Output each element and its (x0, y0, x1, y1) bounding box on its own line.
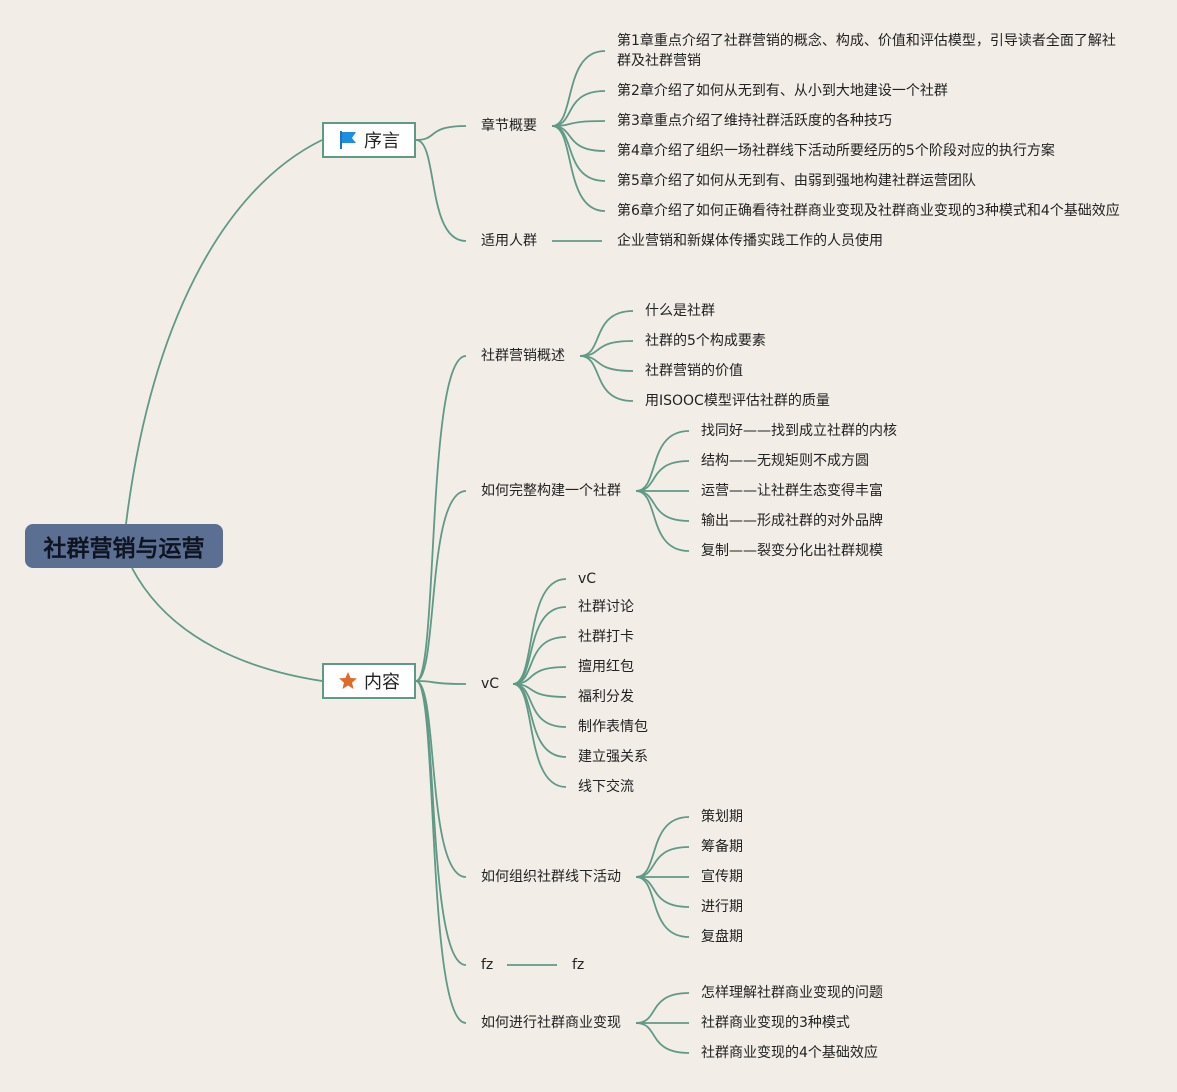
connector-content-vc (415, 680, 467, 685)
connector-content-build (415, 490, 467, 682)
connector-vc-leaf (512, 683, 567, 788)
topic-content[interactable]: 内容 (322, 663, 416, 699)
vc-item[interactable]: 社群讨论 (578, 599, 634, 615)
connector-vc-leaf (512, 578, 567, 685)
chapters-item[interactable]: 第2章介绍了如何从无到有、从小到大地建设一个社群 (617, 83, 948, 99)
connector-monetize-leaf (635, 992, 690, 1024)
connector-build-leaf (635, 430, 690, 492)
connector-monetize-leaf (635, 1022, 690, 1054)
offline-item[interactable]: 筹备期 (701, 839, 743, 855)
monetize-item[interactable]: 怎样理解社群商业变现的问题 (701, 985, 883, 1001)
offline-item[interactable]: 复盘期 (701, 929, 743, 945)
offline-item[interactable]: 宣传期 (701, 869, 743, 885)
connector-chapters-leaf (551, 90, 606, 127)
monetize-item[interactable]: 社群商业变现的3种模式 (701, 1015, 850, 1031)
connector-offline-leaf (635, 876, 690, 938)
subtopic-offline[interactable]: 如何组织社群线下活动 (481, 869, 621, 885)
connector-offline-leaf (635, 816, 690, 878)
vc-item[interactable]: 制作表情包 (578, 719, 648, 735)
offline-item[interactable]: 策划期 (701, 809, 743, 825)
connector-preface-audience (415, 139, 467, 242)
star-icon (339, 672, 357, 689)
subtopic-chapters[interactable]: 章节概要 (481, 118, 537, 134)
connector-content-offline (415, 680, 467, 878)
overview-item[interactable]: 用ISOOC模型评估社群的质量 (645, 393, 830, 409)
connector-root-preface (125, 139, 323, 525)
subtopic-audience[interactable]: 适用人群 (481, 233, 537, 249)
flag-icon (340, 131, 356, 149)
build-item[interactable]: 结构——无规矩则不成方圆 (701, 453, 869, 469)
connector-overview-leaf (579, 355, 634, 402)
chapters-item[interactable]: 第1章重点介绍了社群营销的概念、构成、价值和评估模型，引导读者全面了解社群及社群… (617, 33, 1116, 69)
root-topic[interactable]: 社群营销与运营 (25, 524, 223, 568)
subtopic-overview[interactable]: 社群营销概述 (481, 348, 565, 364)
build-item[interactable]: 找同好——找到成立社群的内核 (701, 423, 897, 439)
audience-item[interactable]: 企业营销和新媒体传播实践工作的人员使用 (617, 233, 883, 249)
vc-item[interactable]: 建立强关系 (578, 749, 648, 765)
connector-offline-leaf (635, 876, 690, 908)
overview-item[interactable]: 社群的5个构成要素 (645, 333, 766, 349)
fz-item[interactable]: fz (572, 957, 585, 973)
build-item[interactable]: 输出——形成社群的对外品牌 (701, 513, 883, 529)
topic-content-label: 内容 (364, 672, 400, 693)
subtopic-monetize[interactable]: 如何进行社群商业变现 (481, 1015, 621, 1031)
connector-chapters-leaf (551, 50, 606, 127)
connector-chapters-leaf (551, 125, 606, 182)
subtopic-fz[interactable]: fz (481, 957, 494, 973)
connector-content-fz (415, 680, 467, 966)
connector-build-leaf (635, 490, 690, 522)
subtopic-build[interactable]: 如何完整构建一个社群 (481, 483, 621, 499)
connector-vc-leaf (512, 636, 567, 685)
vc-item[interactable]: 福利分发 (578, 689, 634, 705)
vc-item[interactable]: 擅用红包 (578, 659, 634, 675)
build-item[interactable]: 运营——让社群生态变得丰富 (701, 483, 883, 499)
connector-root-content (131, 567, 323, 682)
connector-vc-leaf (512, 683, 567, 758)
root-label: 社群营销与运营 (43, 536, 205, 562)
chapters-item[interactable]: 第4章介绍了组织一场社群线下活动所要经历的5个阶段对应的执行方案 (617, 143, 1055, 159)
connector-vc-leaf (512, 606, 567, 685)
connector-offline-leaf (635, 846, 690, 878)
chapters-item[interactable]: 第6章介绍了如何正确看待社群商业变现及社群商业变现的3种模式和4个基础效应 (617, 203, 1120, 219)
connector-content-monetize (415, 680, 467, 1024)
chapters-item[interactable]: 第5章介绍了如何从无到有、由弱到强地构建社群运营团队 (617, 173, 976, 189)
vc-item[interactable]: vC (578, 571, 597, 587)
connector-build-leaf (635, 460, 690, 492)
topic-preface[interactable]: 序言 (322, 122, 416, 158)
offline-item[interactable]: 进行期 (701, 899, 743, 915)
vc-item[interactable]: 社群打卡 (578, 629, 634, 645)
overview-item[interactable]: 什么是社群 (645, 303, 715, 319)
connector-content-overview (415, 355, 467, 682)
build-item[interactable]: 复制——裂变分化出社群规模 (701, 543, 883, 559)
connector-build-leaf (635, 490, 690, 552)
connector-overview-leaf (579, 310, 634, 357)
topic-preface-label: 序言 (364, 131, 400, 152)
vc-item[interactable]: 线下交流 (578, 779, 634, 795)
chapters-item[interactable]: 第3章重点介绍了维持社群活跃度的各种技巧 (617, 113, 892, 129)
subtopic-vc[interactable]: vC (481, 676, 500, 692)
connector-chapters-leaf (551, 125, 606, 212)
monetize-item[interactable]: 社群商业变现的4个基础效应 (701, 1045, 878, 1061)
connector-preface-chapters (415, 125, 467, 141)
overview-item[interactable]: 社群营销的价值 (645, 363, 743, 379)
